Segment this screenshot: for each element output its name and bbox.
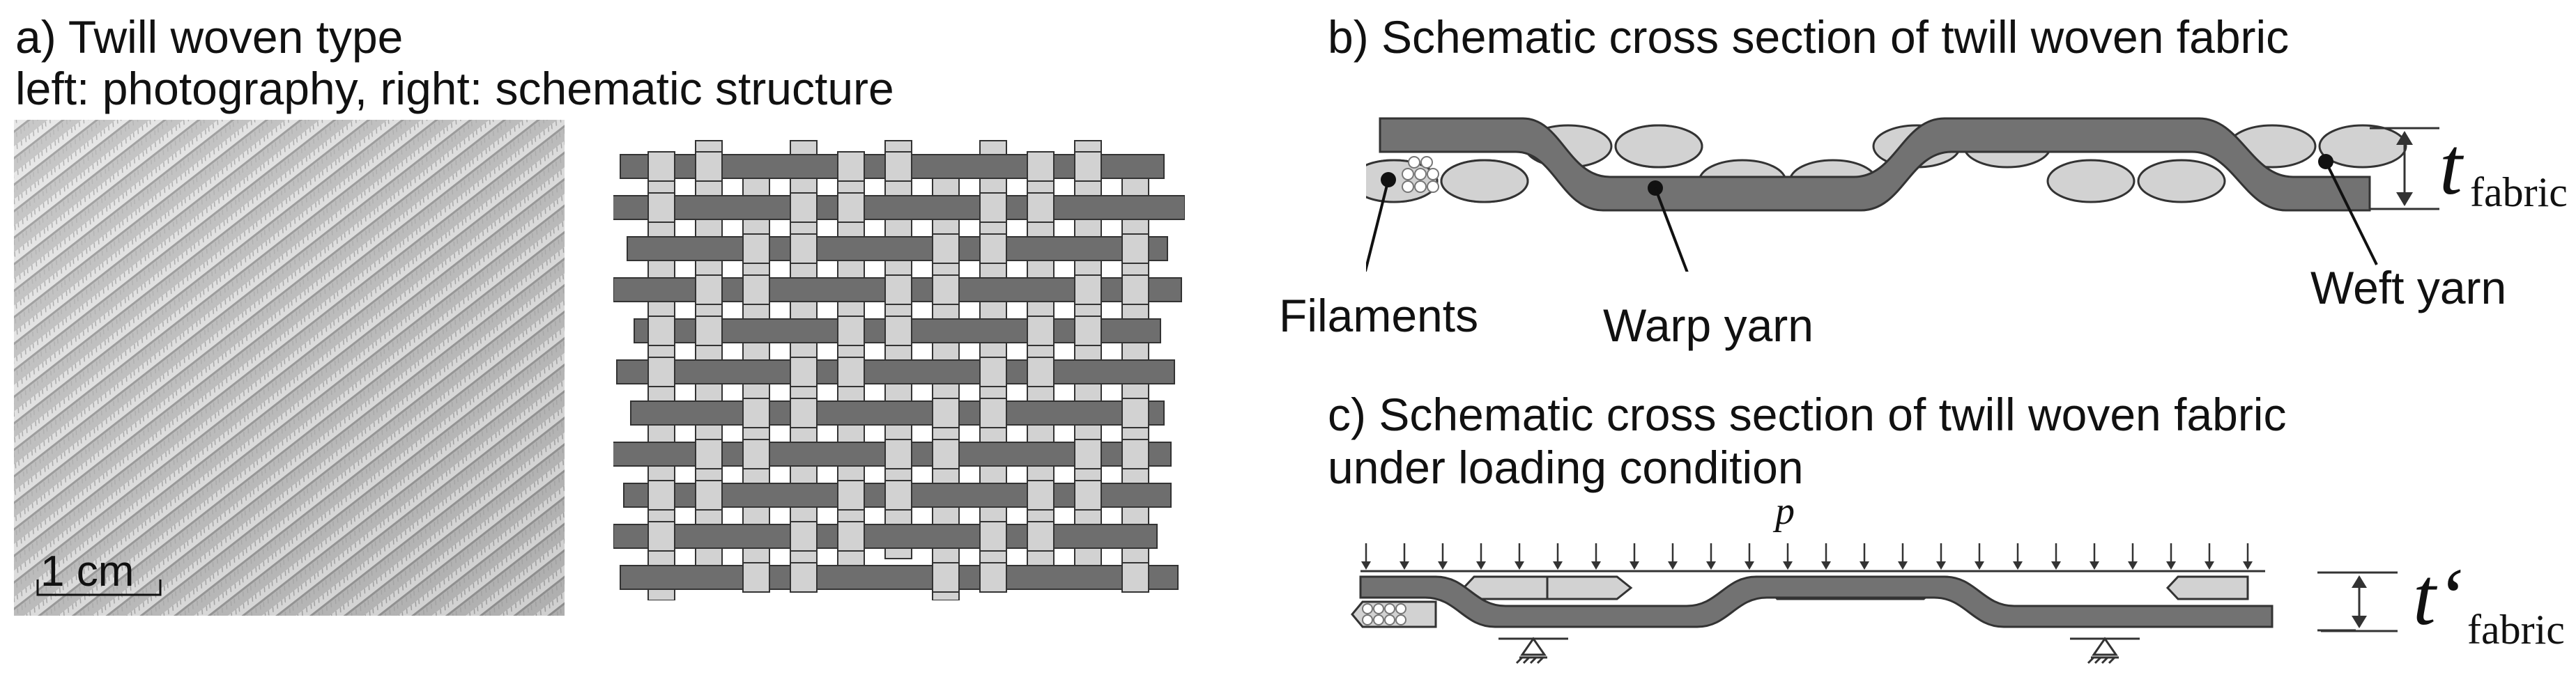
panel-a-title: a) Twill woven type — [15, 11, 404, 63]
thickness-symbol-c: t‘ — [2413, 551, 2464, 642]
thickness-symbol-b: t — [2439, 120, 2462, 212]
scale-bar — [36, 579, 162, 596]
thickness-subscript-b: fabric — [2470, 169, 2568, 215]
thickness-dimension-c — [2321, 571, 2398, 632]
panel-b-title: b) Schematic cross section of twill wove… — [1328, 11, 2290, 63]
cross-section-c — [1351, 543, 2356, 664]
label-warp-yarn: Warp yarn — [1603, 299, 1814, 351]
scale-bar-label: 1 cm — [40, 547, 135, 596]
panel-c-title-line2: under loading condition — [1328, 442, 1804, 493]
twill-fabric-photo — [14, 120, 565, 616]
cross-section-b — [1366, 117, 2439, 272]
woven-structure-schematic — [613, 140, 1185, 600]
load-symbol: p — [1775, 490, 1795, 533]
label-weft-yarn: Weft yarn — [2310, 262, 2507, 313]
thickness-subscript-c: fabric — [2467, 607, 2565, 653]
label-filaments: Filaments — [1279, 290, 1479, 341]
panel-c-title-line1: c) Schematic cross section of twill wove… — [1328, 389, 2287, 440]
panel-a-subtitle: left: photography, right: schematic stru… — [15, 63, 894, 114]
